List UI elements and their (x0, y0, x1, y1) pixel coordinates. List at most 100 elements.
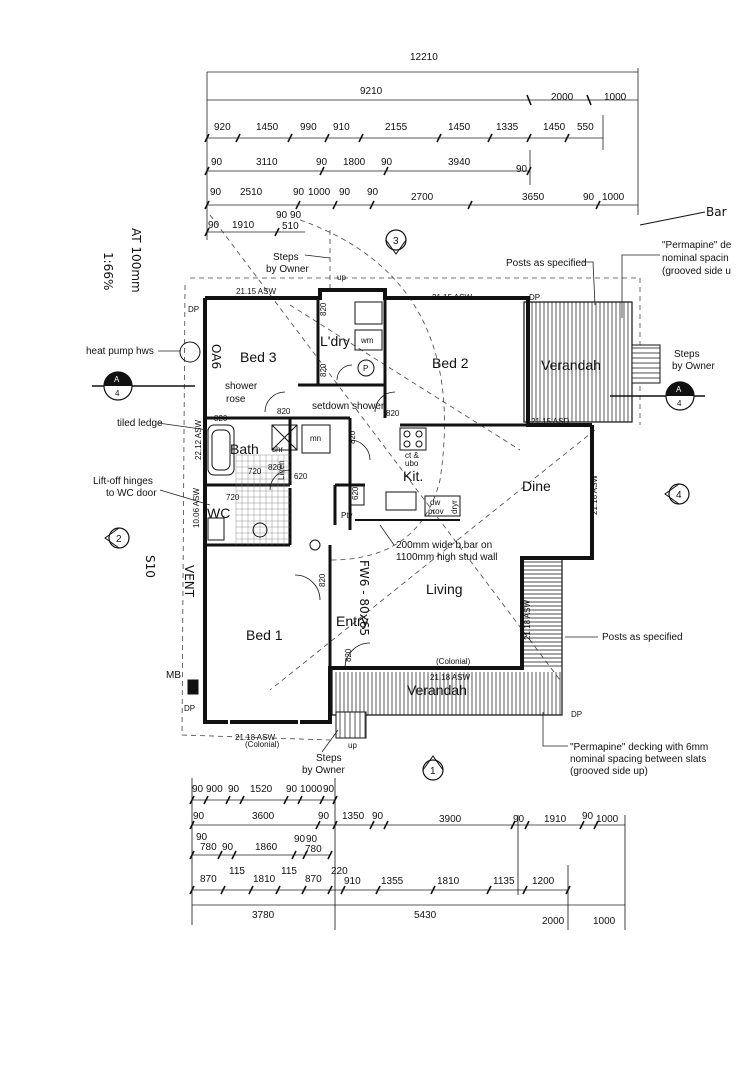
dim-top-r6-2: 90 (276, 210, 288, 221)
section-marker-left: A 4 (92, 371, 195, 401)
dim-top-r4-2: 90 (316, 157, 328, 168)
room-bath: Bath (230, 441, 259, 457)
elevation-2: 2 (116, 534, 122, 545)
room-laundry: L'dry (320, 333, 350, 349)
door-12: 820 (214, 414, 228, 423)
ann-bbar-2: 1100mm high stud wall (396, 552, 498, 563)
dim-bot-r3-3: 1860 (255, 842, 278, 853)
ann-steps-bottom-1: Steps (316, 753, 342, 764)
dim-bot-r2-8: 90 (582, 811, 594, 822)
door-swings (264, 364, 396, 669)
hand-fall: 1:66% (101, 252, 115, 290)
dim-bot-r4-1: 115 (229, 866, 245, 877)
dim-bot-r3-0: 90 (196, 832, 208, 843)
dim-bot-r4-10: 1200 (532, 876, 555, 887)
ann-permapine-top-3: (grooved side u (662, 266, 731, 277)
hand-vent: VENT (182, 565, 196, 598)
door-6: 620 (351, 486, 360, 500)
dim-bot-r2-0: 90 (193, 811, 205, 822)
section-num-right: 4 (677, 399, 682, 408)
dim-top-r5-0: 90 (210, 187, 222, 198)
ann-posts-bottom: Posts as specified (602, 632, 683, 643)
level-labels: 21.15 ASW 21.15 ASW 21.15 ASD 21.18 ASW … (192, 287, 599, 742)
dim-top-r5-2: 90 (293, 187, 305, 198)
dim-bot-r1-3: 1520 (250, 784, 273, 795)
door-7: 820 (318, 573, 327, 587)
room-verandah-bottom: Verandah (407, 682, 467, 698)
dim-bot-r5-0: 3780 (252, 910, 275, 921)
room-living: Living (426, 581, 463, 597)
dim-top-r5-7: 3650 (522, 192, 545, 203)
dim-bot-r2-4: 90 (372, 811, 384, 822)
dim-bot-r4-4: 870 (305, 874, 322, 885)
dim-top-r3-4: 2155 (385, 122, 408, 133)
dim-bot-r4-5: 220 (331, 866, 348, 877)
elevation-4: 4 (676, 490, 682, 501)
room-bed3: Bed 3 (240, 349, 277, 365)
room-dine: Dine (522, 478, 551, 494)
external-walls (203, 288, 594, 724)
dim-bot-r4-7: 1355 (381, 876, 404, 887)
dim-top-r4-5: 3940 (448, 157, 471, 168)
dim-top-r6-1: 1910 (232, 220, 255, 231)
level-asw-top-left: 21.15 ASW (236, 287, 276, 296)
dim-top-r3-1: 1450 (256, 122, 279, 133)
dim-top-r6-3: 90 (290, 210, 302, 221)
dim-bot-r2-7: 1910 (544, 814, 567, 825)
dim-top-r5-1: 2510 (240, 187, 263, 198)
dim-bot-r5-3: 1000 (593, 916, 616, 927)
section-marker-right: A 4 (610, 381, 705, 411)
dim-bot-r1-6: 90 (323, 784, 335, 795)
dim-bot-r2-5: 3900 (439, 814, 462, 825)
dim-top-r5-4: 90 (339, 187, 351, 198)
label-p: P (363, 364, 368, 373)
dim-bot-r4-2: 1810 (253, 874, 276, 885)
label-setdown-shower: setdown shower (312, 401, 385, 412)
label-mn: mn (310, 434, 321, 443)
ann-steps-right-2: by Owner (672, 361, 715, 372)
dim-top-r2-0: 9210 (360, 86, 383, 97)
door-11: 720 (248, 467, 262, 476)
label-up-top: up (337, 273, 346, 282)
room-labels: Bed 3 Bed 2 L'dry Verandah Bath Kit. Din… (207, 333, 601, 698)
label-colonial-top: (Colonial) (436, 657, 471, 666)
label-pty: Pty (341, 511, 353, 520)
dim-bot-r3-6: 780 (305, 844, 322, 855)
level-asw-living-bottom: 21.18 ASW (430, 673, 470, 682)
dim-bot-r5-2: 2000 (542, 916, 565, 927)
label-shr: shr (272, 445, 283, 454)
dim-bot-r4-6: 910 (344, 876, 361, 887)
dim-bot-r3-2: 90 (222, 842, 234, 853)
room-wc: WC (207, 505, 230, 521)
ann-liftoff-2: to WC door (106, 488, 157, 499)
dim-bot-r5-1: 5430 (414, 910, 437, 921)
dim-top-r4-6: 90 (516, 164, 528, 175)
ann-steps-top-2: by Owner (266, 264, 309, 275)
door-3: 820 (386, 409, 400, 418)
dim-top-r5-9: 1000 (602, 192, 625, 203)
top-dimension-strings: 12210 9210 2000 1000 920 1450 990 910 21… (204, 52, 639, 240)
door-5: 620 (294, 472, 308, 481)
dim-bot-r2-2: 90 (318, 811, 330, 822)
bottom-dimension-strings: 90 900 90 1520 90 1000 90 90 3600 90 135… (189, 778, 626, 930)
level-asw-top-right: 21.15 ASW (432, 293, 472, 302)
dim-top-r2-1: 2000 (551, 92, 574, 103)
label-linen: Linen (277, 460, 286, 480)
room-bed1: Bed 1 (246, 627, 283, 643)
label-wm: wm (360, 336, 374, 345)
label-shower-rose-1: shower (225, 381, 258, 392)
hand-oa6: OA6 (209, 344, 223, 369)
dim-top-r4-1: 3110 (256, 157, 278, 168)
label-dp-top: DP (529, 293, 540, 302)
fixture-labels: wm up up DP DP DP DP shr mn P Pty Linen … (166, 273, 582, 750)
handwritten-notes: 1:66% AT 100mm OA6 FW6 - 80x65 VENT S10 … (101, 205, 727, 636)
dim-bot-r3-4: 90 (294, 834, 306, 845)
fixtures (179, 301, 461, 695)
hand-s10: S10 (143, 555, 157, 578)
room-bed2: Bed 2 (432, 355, 469, 371)
dim-bot-r4-9: 1135 (493, 876, 515, 887)
ann-posts-top: Posts as specified (506, 258, 587, 269)
dim-top-r3-5: 1450 (448, 122, 471, 133)
ann-tiled-ledge: tiled ledge (117, 418, 163, 429)
